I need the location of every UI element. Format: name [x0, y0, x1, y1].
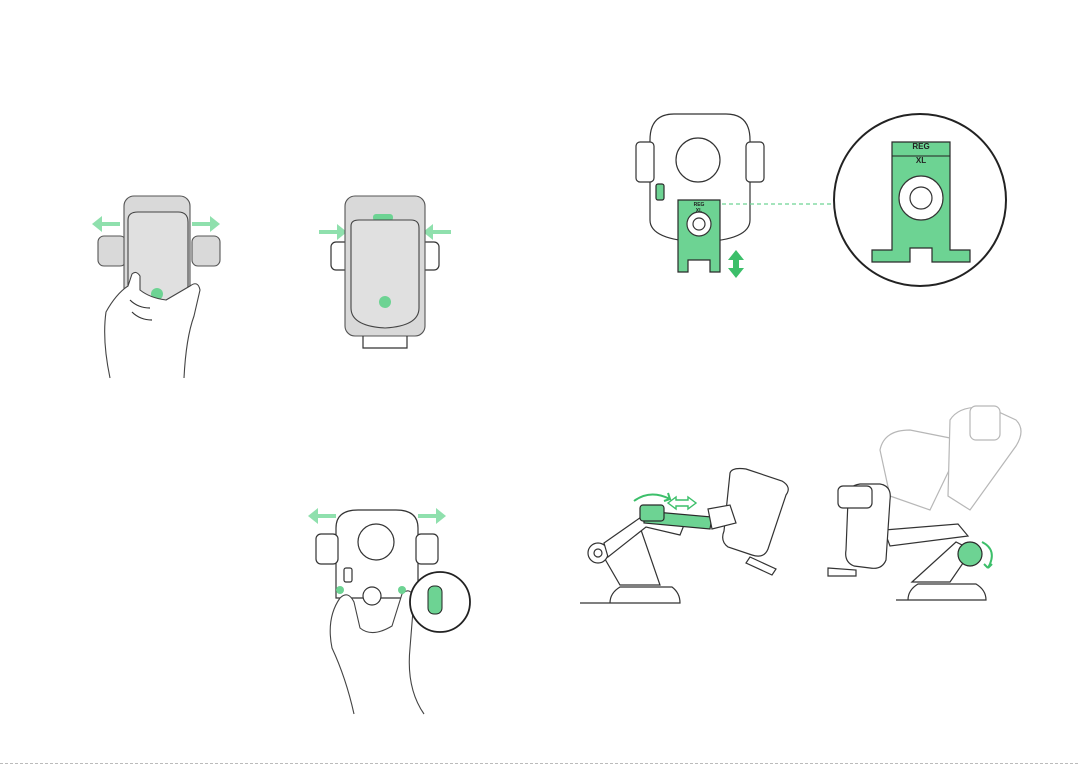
- mount-back-plate: [351, 220, 419, 328]
- suction-base: [896, 584, 986, 600]
- foot-knob: [363, 587, 381, 605]
- pivot-knob-inner: [594, 549, 602, 557]
- panel-release-plate: [300, 498, 470, 718]
- arrow-left-icon: [423, 224, 451, 240]
- right-squeeze-tab: [398, 586, 406, 594]
- center-pad: [358, 524, 394, 560]
- right-grip-arm: [746, 142, 764, 182]
- panel-adjust-foot: REG XL REG XL: [630, 100, 1010, 290]
- zoom-knob-inner: [910, 187, 932, 209]
- label-xl-small: XL: [696, 208, 702, 214]
- panel-grip-phone: [315, 190, 455, 360]
- arrow-right-icon: [418, 508, 446, 524]
- arrow-right-icon: [319, 224, 347, 240]
- charge-indicator: [379, 296, 391, 308]
- panel-release-phone: [80, 190, 230, 380]
- label-reg: REG: [912, 142, 929, 151]
- mount-foot: [746, 557, 776, 575]
- right-grip-arm: [416, 534, 438, 564]
- left-grip-arm: [636, 142, 654, 182]
- release-button: [344, 568, 352, 582]
- foot-knob-inner: [693, 218, 705, 230]
- arrow-left-icon: [308, 508, 336, 524]
- left-grip-arm: [838, 486, 872, 508]
- zoom-squeeze-tab: [428, 586, 442, 614]
- left-squeeze-tab: [336, 586, 344, 594]
- label-xl: XL: [916, 156, 926, 165]
- suction-base: [580, 587, 680, 603]
- hand: [330, 591, 424, 714]
- rotation-collar: [640, 505, 664, 521]
- arrow-vertical-icon: [728, 250, 744, 278]
- tilt-knob: [958, 542, 982, 566]
- left-grip-arm: [98, 236, 126, 266]
- arrow-horizontal-icon: [668, 497, 696, 509]
- right-grip-arm: [192, 236, 220, 266]
- left-grip-arm: [316, 534, 338, 564]
- panel-extend-arm: [580, 465, 810, 610]
- rotate-arrow-icon: [634, 493, 670, 501]
- arrow-left-icon: [92, 216, 120, 232]
- release-button: [656, 184, 664, 200]
- mount-foot: [828, 568, 856, 576]
- page-bottom-rule: [0, 763, 1078, 764]
- arrow-right-icon: [192, 216, 220, 232]
- panel-tilt-mount: [820, 400, 1040, 610]
- bottom-foot: [363, 336, 407, 348]
- tilt-ghost-positions: [880, 406, 1021, 510]
- rotate-arrow-icon: [982, 542, 992, 568]
- center-pad: [676, 138, 720, 182]
